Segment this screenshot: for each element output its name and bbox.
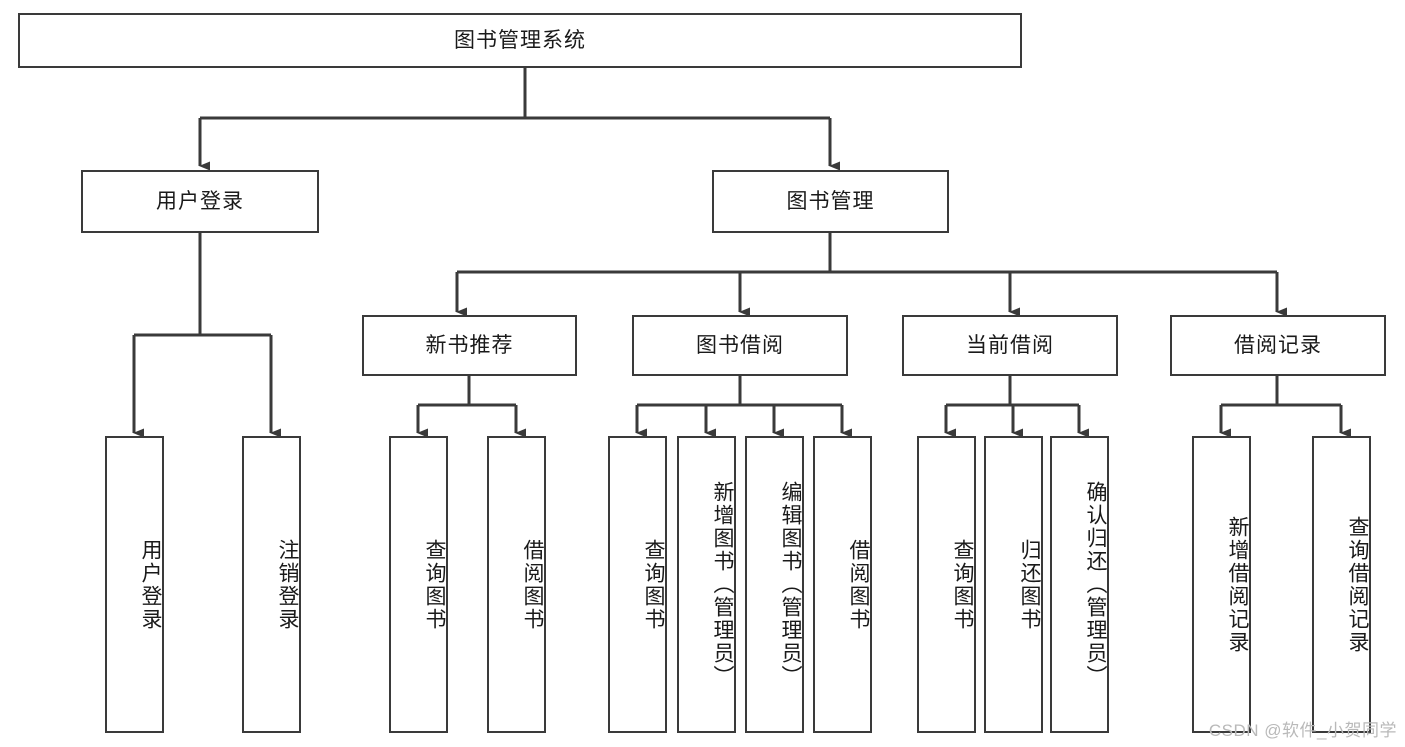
node-book-borrow-label: 图书借阅 <box>696 333 784 357</box>
node-current-borrow-label: 当前借阅 <box>966 333 1054 357</box>
leaf-label: 借阅图书 <box>847 538 870 631</box>
leaf-book-borrow-query[interactable]: 查询图书 <box>608 436 667 733</box>
leaf-borrow-record-query[interactable]: 查询借阅记录 <box>1312 436 1371 733</box>
leaf-new-book-query[interactable]: 查询图书 <box>389 436 448 733</box>
leaf-user-login-logout[interactable]: 注销登录 <box>242 436 301 733</box>
node-current-borrow[interactable]: 当前借阅 <box>902 315 1118 376</box>
node-new-book-recommend[interactable]: 新书推荐 <box>362 315 577 376</box>
leaf-label: 归还图书 <box>1018 538 1041 631</box>
leaf-new-book-borrow[interactable]: 借阅图书 <box>487 436 546 733</box>
leaf-label: 查询图书 <box>423 538 446 631</box>
node-book-borrow[interactable]: 图书借阅 <box>632 315 848 376</box>
node-borrow-record[interactable]: 借阅记录 <box>1170 315 1386 376</box>
leaf-label: 编辑图书（管理员） <box>779 481 802 688</box>
leaf-borrow-record-add[interactable]: 新增借阅记录 <box>1192 436 1251 733</box>
node-book-management-label: 图书管理 <box>786 189 875 213</box>
leaf-label: 查询借阅记录 <box>1346 515 1369 654</box>
node-borrow-record-label: 借阅记录 <box>1234 333 1322 357</box>
leaf-label: 确认归还（管理员） <box>1084 481 1107 688</box>
node-book-management[interactable]: 图书管理 <box>712 170 949 233</box>
node-user-login-label: 用户登录 <box>156 189 244 213</box>
node-root-label: 图书管理系统 <box>454 28 586 52</box>
leaf-user-login-login[interactable]: 用户登录 <box>105 436 164 733</box>
leaf-current-borrow-return[interactable]: 归还图书 <box>984 436 1043 733</box>
leaf-book-borrow-add[interactable]: 新增图书（管理员） <box>677 436 736 733</box>
node-user-login[interactable]: 用户登录 <box>81 170 319 233</box>
leaf-label: 查询图书 <box>951 538 974 631</box>
leaf-label: 新增图书（管理员） <box>711 481 734 688</box>
leaf-label: 借阅图书 <box>521 538 544 631</box>
leaf-book-borrow-edit[interactable]: 编辑图书（管理员） <box>745 436 804 733</box>
leaf-label: 新增借阅记录 <box>1226 515 1249 654</box>
leaf-current-borrow-confirm[interactable]: 确认归还（管理员） <box>1050 436 1109 733</box>
leaf-current-borrow-query[interactable]: 查询图书 <box>917 436 976 733</box>
leaf-label: 查询图书 <box>642 538 665 631</box>
node-new-book-recommend-label: 新书推荐 <box>425 333 514 357</box>
node-root[interactable]: 图书管理系统 <box>18 13 1022 68</box>
leaf-label: 用户登录 <box>139 538 162 631</box>
leaf-book-borrow-borrow[interactable]: 借阅图书 <box>813 436 872 733</box>
csdn-watermark: CSDN @软件_小贺同学 <box>1208 721 1397 740</box>
leaf-label: 注销登录 <box>276 538 299 631</box>
